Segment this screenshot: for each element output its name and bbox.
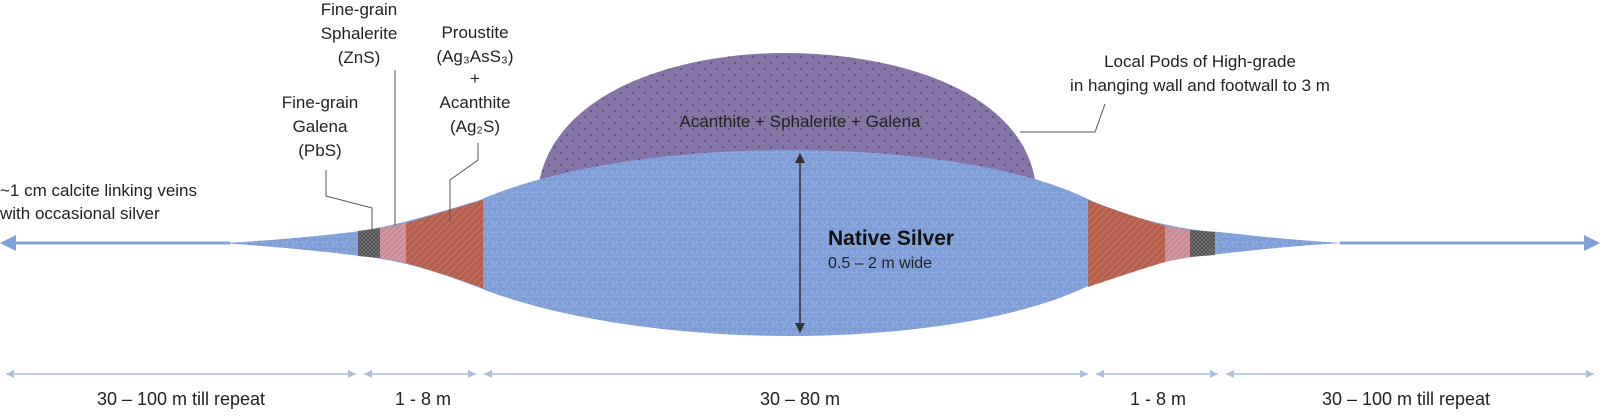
sphalerite-label-line3: (ZnS) <box>338 48 381 67</box>
galena-band-right <box>1190 230 1215 257</box>
dimension-labels: 30 – 100 m till repeat 1 - 8 m 30 – 80 m… <box>97 389 1490 409</box>
native-silver-title: Native Silver <box>828 227 954 250</box>
galena-band-left <box>358 228 380 258</box>
sphalerite-band-right <box>1165 226 1190 262</box>
dimension-label: 30 – 100 m till repeat <box>1322 389 1490 409</box>
pods-leader <box>1020 103 1106 133</box>
plus-label: + <box>470 69 480 88</box>
galena-label-line1: Fine-grain <box>282 93 359 112</box>
dimension-label: 1 - 8 m <box>395 389 451 409</box>
proustite-acanthite-band-right <box>1088 200 1165 287</box>
galena-label-line2: Galena <box>293 117 348 136</box>
dome-label: Acanthite + Sphalerite + Galena <box>680 112 922 131</box>
proustite-acanthite-band-left <box>406 200 483 288</box>
dimension-arrowhead <box>1210 370 1218 378</box>
dimension-arrowhead <box>6 370 14 378</box>
dimension-arrowhead <box>468 370 476 378</box>
dimension-bar <box>6 370 1594 378</box>
sphalerite-label-line1: Fine-grain <box>321 0 398 19</box>
dimension-arrowhead <box>364 370 372 378</box>
galena-leader <box>325 170 373 230</box>
pods-label-line1: Local Pods of High-grade <box>1104 52 1296 71</box>
right-arrowhead <box>1584 235 1600 251</box>
native-silver-lens <box>220 150 1345 336</box>
dimension-arrowhead <box>1226 370 1234 378</box>
acanthite-label-line2: (Ag₂S) <box>450 117 500 136</box>
dimension-arrowhead <box>1096 370 1104 378</box>
dimension-label: 30 – 80 m <box>760 389 840 409</box>
acanthite-label-line1: Acanthite <box>440 93 511 112</box>
calcite-label-line1: ~1 cm calcite linking veins <box>0 181 197 200</box>
native-silver-width: 0.5 – 2 m wide <box>828 255 932 272</box>
calcite-label-line2: with occasional silver <box>0 204 160 223</box>
pods-label-line2: in hanging wall and footwall to 3 m <box>1070 76 1330 95</box>
sphalerite-band-left <box>380 223 406 263</box>
dimension-arrowhead <box>348 370 356 378</box>
dimension-label: 1 - 8 m <box>1130 389 1186 409</box>
dimension-arrowhead <box>1080 370 1088 378</box>
dimension-arrowhead <box>1586 370 1594 378</box>
dimension-arrowhead <box>484 370 492 378</box>
left-arrowhead <box>0 235 16 251</box>
proustite-label-line1: Proustite <box>441 23 508 42</box>
dimension-label: 30 – 100 m till repeat <box>97 389 265 409</box>
galena-label-line3: (PbS) <box>298 141 341 160</box>
high-grade-pod <box>540 53 1035 180</box>
sphalerite-label-line2: Sphalerite <box>321 24 398 43</box>
proustite-leader <box>449 143 479 222</box>
proustite-label-line2: (Ag₃AsS₃) <box>436 47 513 66</box>
